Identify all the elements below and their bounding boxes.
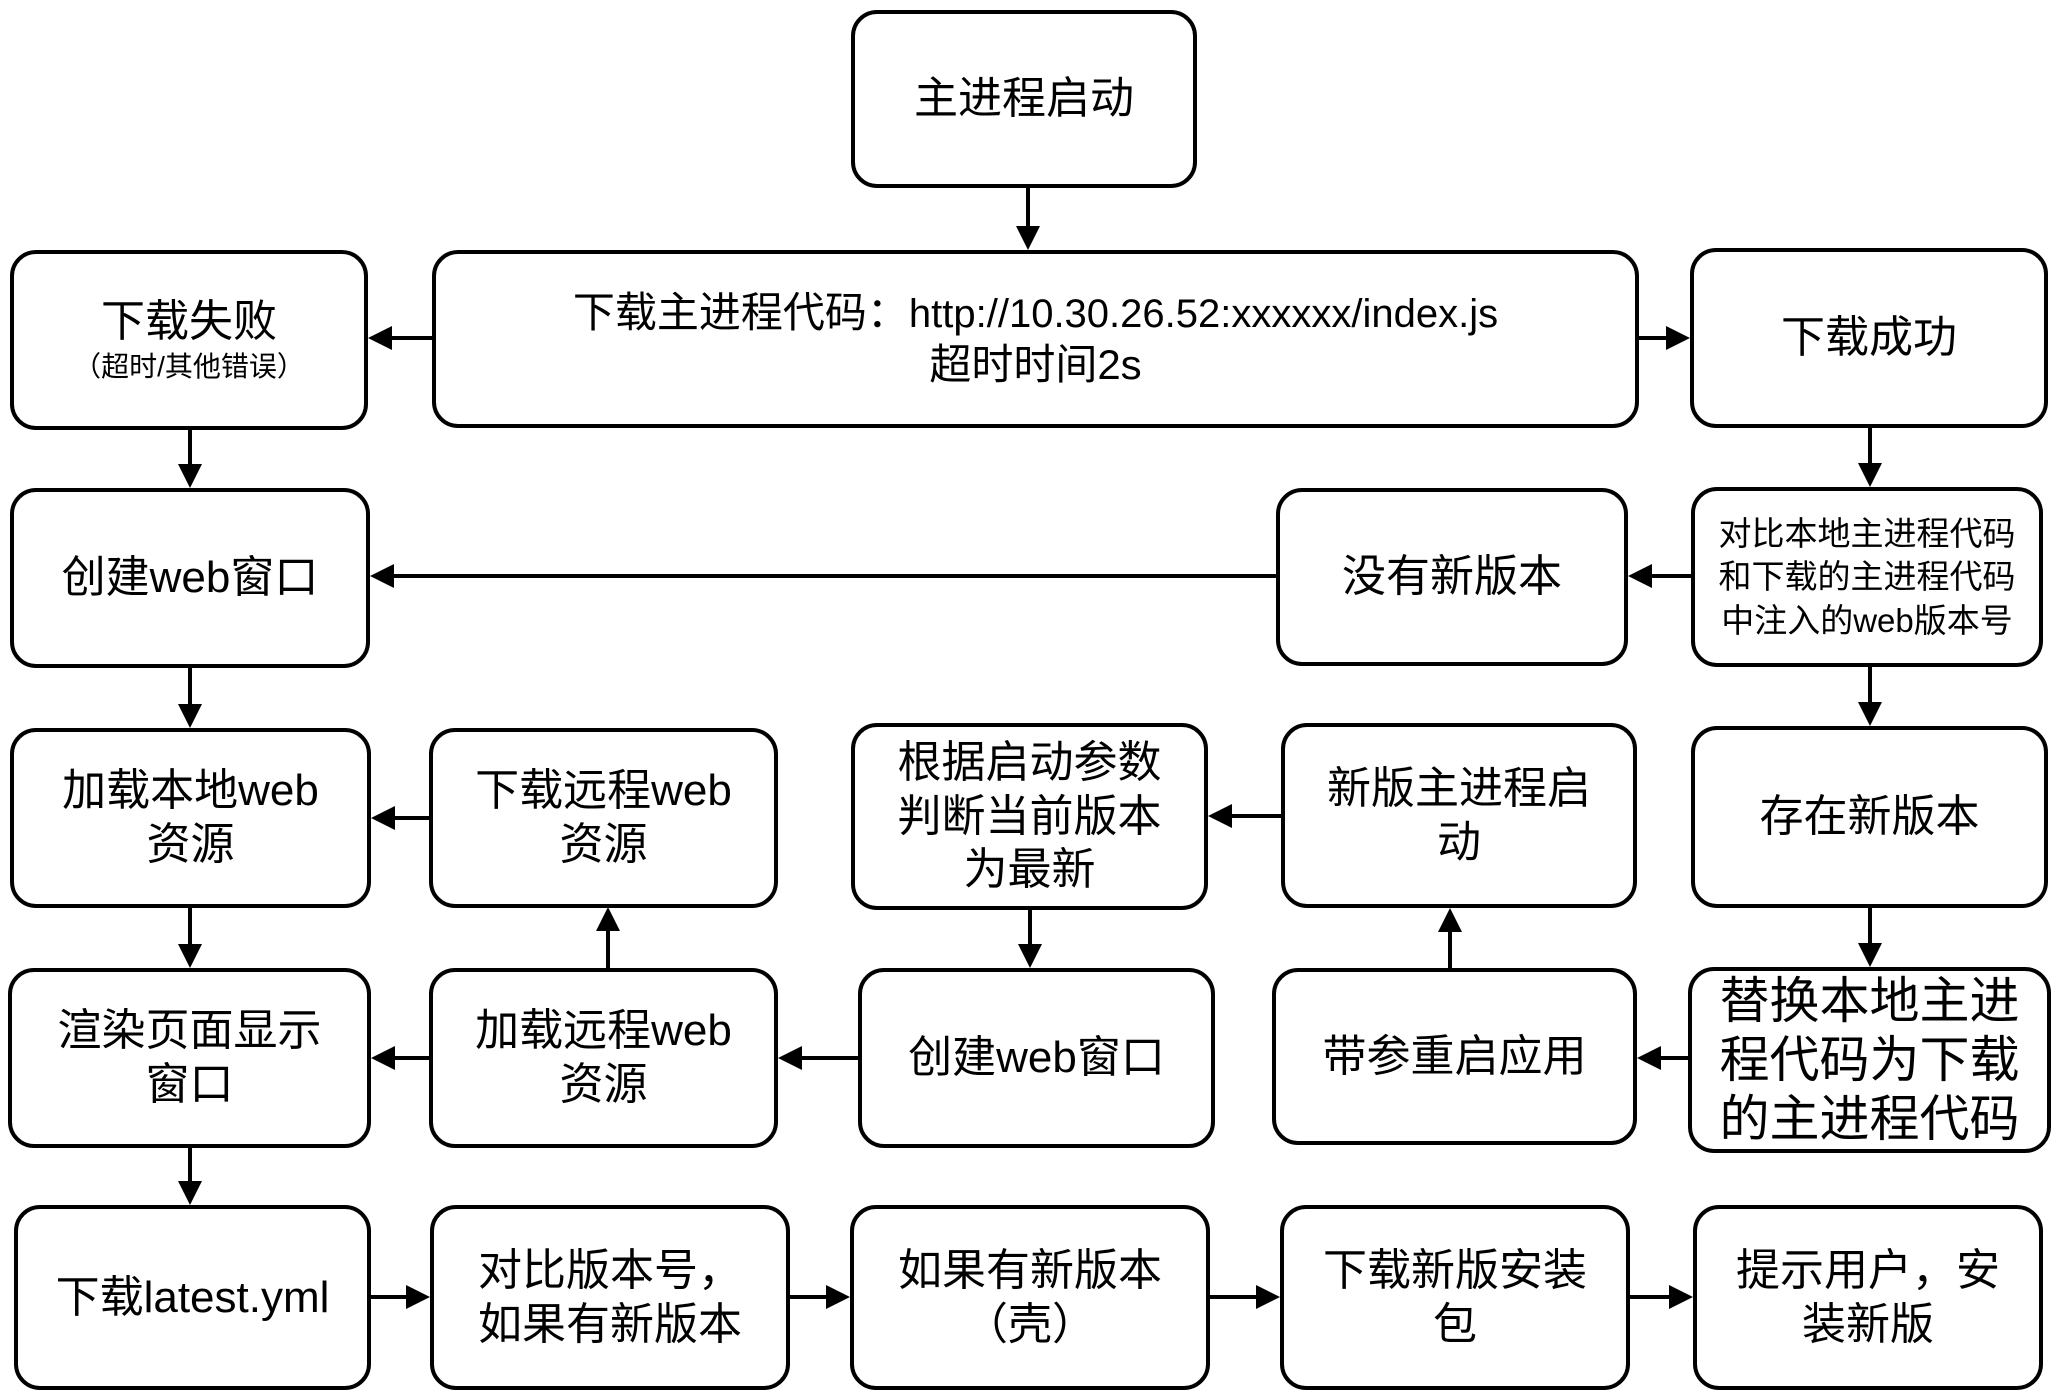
- node-download-fail-title: 下载失败: [101, 296, 277, 346]
- arrow-download-remote-web-to-load-local-web-head: [371, 806, 395, 830]
- arrow-load-remote-web-to-render-page-head: [371, 1046, 395, 1070]
- arrow-download-installer-to-prompt-install-line: [1630, 1295, 1671, 1299]
- node-replace-local-code: 替换本地主进 程代码为下载 的主进程代码: [1688, 967, 2051, 1153]
- arrow-judge-latest-to-create-window-2-line: [1028, 910, 1032, 946]
- node-download-code-line2: 超时时间2s: [929, 341, 1142, 389]
- arrow-create-window-2-to-load-remote-web-line: [800, 1056, 860, 1060]
- arrow-load-remote-web-to-render-page-line: [393, 1056, 431, 1060]
- arrow-no-new-version-to-create-window-1-head: [370, 564, 394, 588]
- node-download-remote-web: 下载远程web 资源: [429, 728, 778, 908]
- node-main-start: 主进程启动: [851, 10, 1197, 188]
- arrow-exist-new-version-to-replace-local-code-line: [1868, 908, 1872, 945]
- node-new-main-start: 新版主进程启 动: [1281, 723, 1637, 908]
- arrow-restart-with-args-to-new-main-start-line: [1448, 930, 1452, 970]
- node-download-success: 下载成功: [1690, 248, 2048, 428]
- arrow-download-fail-to-create-window-1-head: [178, 464, 202, 488]
- arrow-download-success-to-compare-version-head: [1858, 463, 1882, 487]
- arrow-render-page-to-download-latest-yml-head: [178, 1181, 202, 1205]
- node-download-installer: 下载新版安装 包: [1280, 1205, 1630, 1390]
- arrow-compare-version-to-exist-new-version-head: [1858, 702, 1882, 726]
- arrow-compare-version-to-exist-new-version-line: [1868, 665, 1872, 704]
- arrow-download-remote-web-to-load-local-web-line: [393, 816, 431, 820]
- node-exist-new-version: 存在新版本: [1691, 726, 2048, 908]
- arrow-judge-latest-to-create-window-2-head: [1018, 944, 1042, 968]
- arrow-create-window-2-to-load-remote-web-head: [778, 1046, 802, 1070]
- node-restart-with-args: 带参重启应用: [1272, 968, 1637, 1145]
- arrow-create-window-1-to-load-local-web-line: [188, 668, 192, 706]
- node-create-web-window-1: 创建web窗口: [10, 488, 370, 668]
- node-render-page: 渲染页面显示 窗口: [8, 968, 371, 1148]
- arrow-download-code-to-download-fail-head: [368, 326, 392, 350]
- arrow-download-fail-to-create-window-1-line: [188, 430, 192, 466]
- arrow-compare-version-number-to-new-version-shell-line: [790, 1295, 828, 1299]
- arrow-main-start-to-download-code-line: [1026, 187, 1030, 229]
- arrow-download-installer-to-prompt-install-head: [1669, 1285, 1693, 1309]
- arrow-download-code-to-download-success-head: [1666, 326, 1690, 350]
- arrow-download-success-to-compare-version-line: [1868, 428, 1872, 465]
- arrow-restart-with-args-to-new-main-start-head: [1438, 908, 1462, 932]
- arrow-main-start-to-download-code-head: [1016, 226, 1040, 250]
- node-load-local-web: 加载本地web 资源: [10, 728, 371, 908]
- node-download-latest-yml: 下载latest.yml: [14, 1205, 371, 1390]
- arrow-download-code-to-download-success-line: [1639, 336, 1668, 340]
- node-load-remote-web: 加载远程web 资源: [429, 968, 778, 1148]
- arrow-no-new-version-to-create-window-1-line: [392, 574, 1278, 578]
- node-download-fail-subtitle: （超时/其他错误）: [73, 350, 305, 382]
- arrow-load-local-web-to-render-page-head: [178, 944, 202, 968]
- arrow-load-remote-web-to-download-remote-web-head: [596, 907, 620, 931]
- arrow-download-latest-yml-to-compare-version-number-head: [406, 1285, 430, 1309]
- arrow-exist-new-version-to-replace-local-code-head: [1858, 943, 1882, 967]
- download-url: http://10.30.26.52:xxxxxx/index.js: [908, 292, 1499, 337]
- arrow-download-latest-yml-to-compare-version-number-line: [371, 1295, 408, 1299]
- arrow-load-remote-web-to-download-remote-web-line: [606, 929, 610, 968]
- arrow-render-page-to-download-latest-yml-line: [188, 1148, 192, 1184]
- arrow-replace-local-code-to-restart-with-args-line: [1659, 1056, 1690, 1060]
- arrow-compare-version-number-to-new-version-shell-head: [826, 1285, 850, 1309]
- node-no-new-version: 没有新版本: [1276, 488, 1628, 666]
- arrow-download-code-to-download-fail-line: [390, 336, 434, 340]
- node-download-code-line1: 下载主进程代码：http://10.30.26.52:xxxxxx/index.…: [572, 289, 1499, 337]
- arrow-new-main-start-to-judge-latest-line: [1230, 814, 1283, 818]
- node-compare-version-number: 对比版本号， 如果有新版本: [430, 1205, 790, 1390]
- node-new-version-shell: 如果有新版本 （壳）: [850, 1205, 1210, 1390]
- node-download-code: 下载主进程代码：http://10.30.26.52:xxxxxx/index.…: [432, 250, 1639, 428]
- arrow-replace-local-code-to-restart-with-args-head: [1637, 1046, 1661, 1070]
- node-judge-latest-version: 根据启动参数 判断当前版本 为最新: [851, 723, 1208, 910]
- node-prompt-install: 提示用户，安 装新版: [1693, 1205, 2043, 1390]
- arrow-compare-version-to-no-new-version-line: [1650, 574, 1693, 578]
- arrow-compare-version-to-no-new-version-head: [1628, 564, 1652, 588]
- node-compare-web-version: 对比本地主进程代码 和下载的主进程代码 中注入的web版本号: [1691, 487, 2043, 667]
- node-download-fail: 下载失败 （超时/其他错误）: [10, 250, 368, 430]
- arrow-new-main-start-to-judge-latest-head: [1208, 804, 1232, 828]
- arrow-create-window-1-to-load-local-web-head: [178, 704, 202, 728]
- arrow-load-local-web-to-render-page-line: [188, 908, 192, 946]
- arrow-new-version-shell-to-download-installer-line: [1210, 1295, 1258, 1299]
- arrow-new-version-shell-to-download-installer-head: [1256, 1285, 1280, 1309]
- node-create-web-window-2: 创建web窗口: [858, 968, 1215, 1148]
